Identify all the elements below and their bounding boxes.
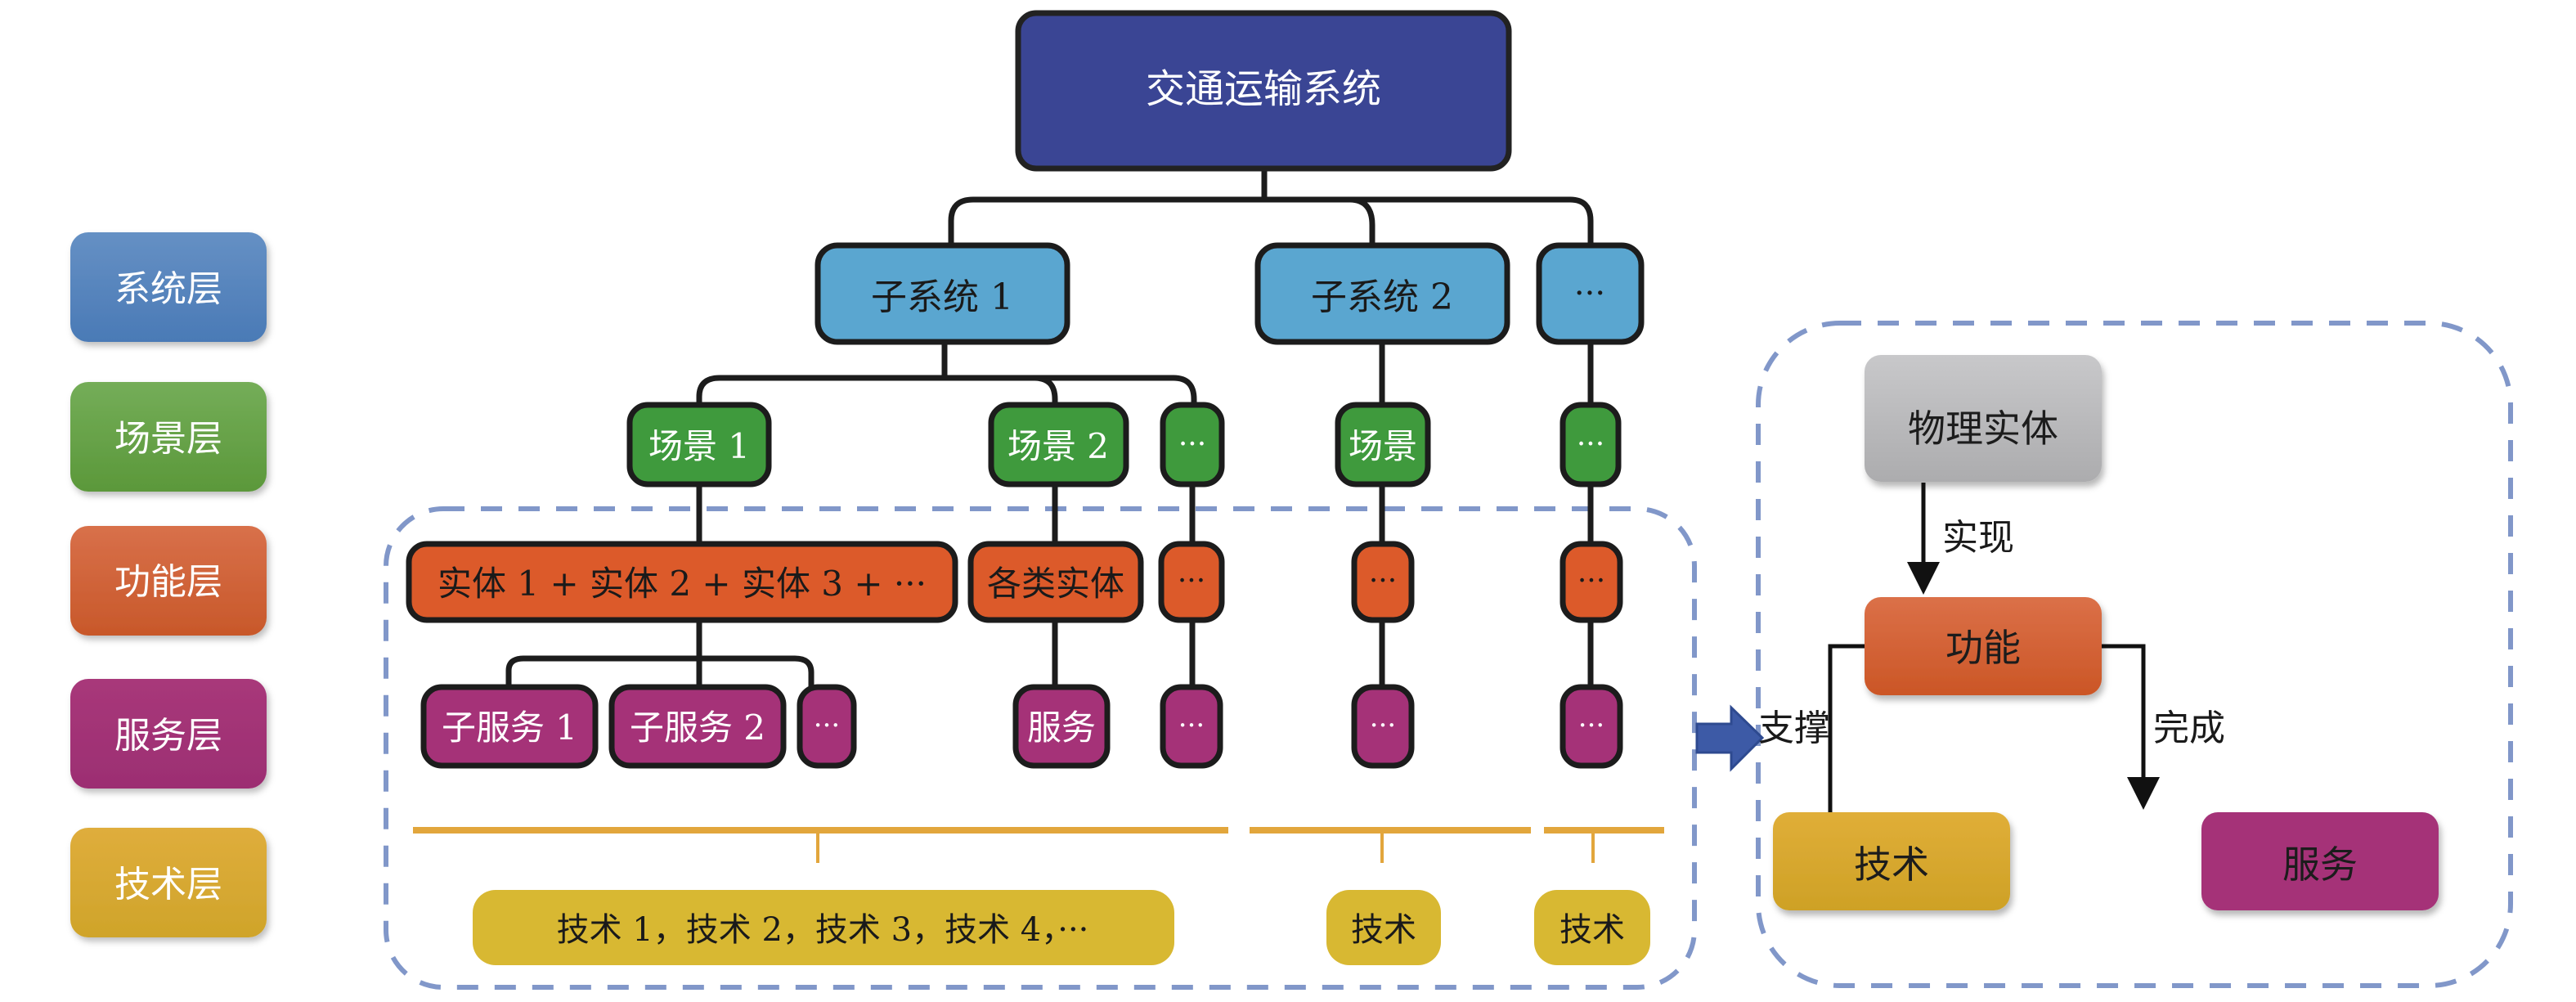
scene-node: ···: [1160, 402, 1225, 488]
physical-entity-label: 物理实体: [1908, 407, 2058, 451]
service-node: ···: [1351, 684, 1415, 769]
tree-connectors: [505, 164, 1594, 690]
technology-box: 技术: [1773, 812, 2010, 910]
scene-label: 场景 2: [1008, 426, 1109, 466]
service-box-label: 服务: [2282, 842, 2358, 887]
scene-label: 场景 1: [648, 426, 750, 466]
function-label: 各类实体: [987, 564, 1124, 604]
technology-label: 技术: [1351, 911, 1416, 949]
complete-arrow: [2099, 644, 2160, 810]
edge-label-support: 支撑: [1758, 708, 1830, 749]
subsystem-label: 子系统 2: [1311, 276, 1453, 318]
technology-node: 技术 1，技术 2，技术 3，技术 4，···: [473, 890, 1174, 965]
scene-node: 场景 1: [626, 402, 772, 488]
service-label: 子服务 1: [442, 708, 577, 748]
service-label: 子服务 2: [630, 708, 765, 748]
technology-node: 技术: [1534, 890, 1650, 965]
service-label: ···: [814, 709, 840, 742]
right-dashed-container: [1756, 321, 2513, 988]
technology-label: 技术 1，技术 2，技术 3，技术 4，···: [557, 911, 1089, 949]
subsystem-node: 子系统 1: [815, 242, 1070, 345]
service-label: 服务: [1027, 708, 1096, 748]
scene-node: 场景: [1335, 402, 1431, 488]
tech-brackets: [413, 827, 1664, 863]
edge-labels: 实现 支撑 完成: [1758, 517, 2225, 749]
function-node: ···: [1351, 541, 1415, 623]
service-node: ···: [797, 684, 857, 769]
scene-label: ···: [1577, 428, 1604, 461]
legend-item-scene: 场景层: [70, 382, 267, 492]
service-label: ···: [1178, 709, 1205, 742]
scene-label: ···: [1178, 428, 1206, 461]
legend-label: 场景层: [114, 418, 222, 460]
function-node: ···: [1560, 541, 1623, 623]
scene-node: ···: [1560, 402, 1622, 488]
legend-item-function: 功能层: [70, 526, 267, 636]
scene-label: 场景: [1349, 426, 1417, 466]
technology-box-label: 技术: [1854, 842, 1929, 887]
function-label: 实体 1 + 实体 2 + 实体 3 + ···: [438, 564, 927, 604]
root-node: 交通运输系统: [1015, 10, 1512, 172]
right-arrow-icon: [1695, 704, 1765, 772]
service-box: 服务: [2201, 812, 2439, 910]
legend-item-system: 系统层: [70, 232, 267, 342]
service-node: ···: [1160, 684, 1223, 769]
legend: 系统层 场景层 功能层 服务层 技术层: [70, 232, 267, 937]
function-box-label: 功能: [1945, 626, 2021, 670]
root-label: 交通运输系统: [1146, 66, 1381, 112]
technology-label: 技术: [1560, 911, 1625, 949]
edge-label-realize: 实现: [1942, 517, 2014, 559]
service-node: 子服务 1: [420, 684, 599, 769]
service-node: 子服务 2: [608, 684, 787, 769]
function-label: ···: [1577, 564, 1605, 598]
function-node: ···: [1158, 541, 1225, 623]
function-label: ···: [1178, 564, 1205, 598]
legend-label: 功能层: [114, 561, 222, 603]
scene-node: 场景 2: [988, 402, 1129, 488]
legend-label: 服务层: [114, 715, 222, 757]
legend-label: 技术层: [114, 864, 222, 905]
legend-item-service: 服务层: [70, 679, 267, 789]
subsystem-label: ···: [1574, 275, 1605, 312]
technology-node: 技术: [1326, 890, 1441, 965]
service-node: ···: [1560, 684, 1623, 769]
service-label: ···: [1370, 709, 1396, 742]
left-dashed-container: [384, 506, 1697, 990]
service-node: 服务: [1012, 684, 1111, 769]
function-node: 实体 1 + 实体 2 + 实体 3 + ···: [406, 541, 958, 623]
service-label: ···: [1578, 709, 1604, 742]
legend-label: 系统层: [114, 268, 222, 310]
subsystem-label: 子系统 1: [871, 276, 1013, 318]
subsystem-node: 子系统 2: [1254, 242, 1510, 345]
legend-item-technology: 技术层: [70, 828, 267, 937]
function-node: 各类实体: [967, 541, 1144, 623]
edge-label-complete: 完成: [2153, 708, 2225, 749]
subsystem-node: ···: [1536, 242, 1645, 345]
function-box: 功能: [1865, 597, 2102, 695]
function-label: ···: [1369, 564, 1397, 598]
physical-entity: 物理实体: [1865, 355, 2102, 482]
